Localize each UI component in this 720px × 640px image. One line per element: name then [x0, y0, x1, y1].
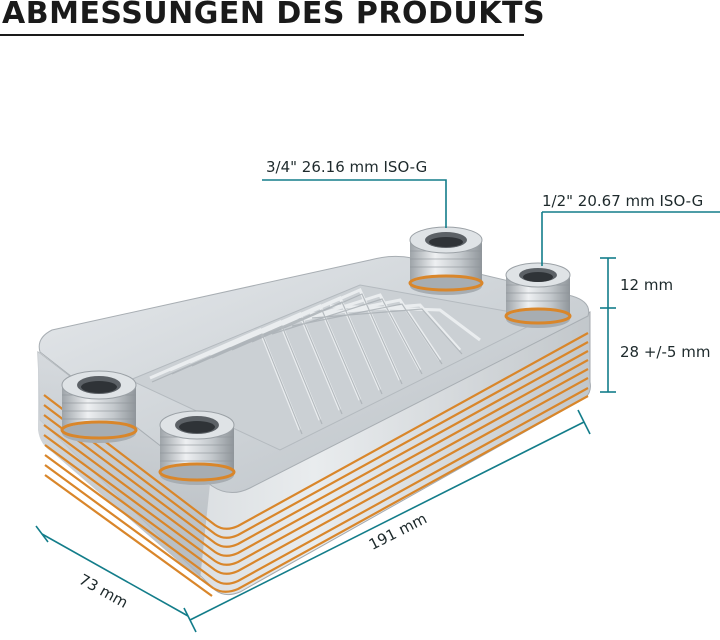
- port-back-small: [504, 262, 572, 328]
- port-back-large: [408, 226, 484, 295]
- page-title: ABMESSUNGEN DES PRODUKTS: [2, 0, 546, 31]
- label-port-small: 1/2" 20.67 mm ISO-G: [542, 192, 703, 210]
- label-body-height: 28 +/-5 mm: [620, 343, 710, 361]
- label-port-large: 3/4" 26.16 mm ISO-G: [266, 158, 427, 176]
- dim-width: [41, 533, 189, 617]
- title-underline: [0, 34, 524, 36]
- label-thread-height: 12 mm: [620, 276, 673, 294]
- port-front-right: [158, 410, 236, 485]
- copper-plate-lines: [43, 332, 589, 597]
- label-width: 73 mm: [76, 570, 131, 611]
- dim-length: [189, 421, 585, 621]
- port-front-left: [60, 370, 138, 443]
- leader-port-large: [262, 179, 447, 228]
